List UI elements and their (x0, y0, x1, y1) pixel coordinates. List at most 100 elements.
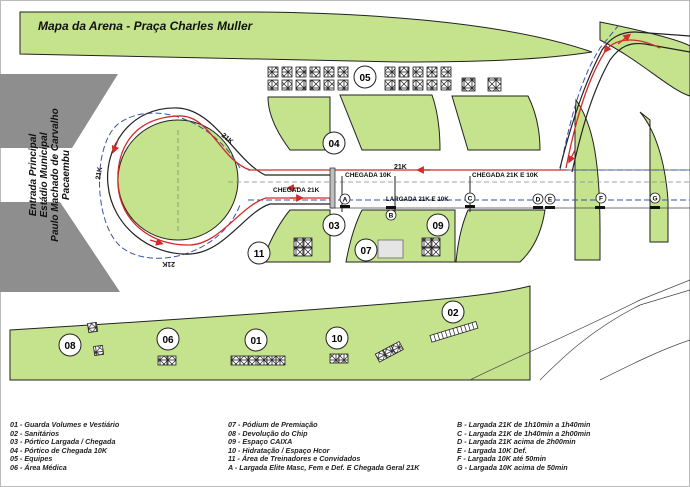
legend-item: 08 - Devolução do Chip (228, 428, 308, 438)
zone-markers: 05 04 03 09 07 11 02 08 06 01 10 (58, 65, 465, 357)
zone-06-label: 06 (162, 335, 174, 346)
legend-item: 11 - Área de Treinadores e Convidados (228, 454, 361, 464)
tents-08 (87, 321, 105, 356)
zone-07: 07 (354, 238, 378, 262)
tents-05 (267, 66, 502, 92)
entrance-line-3: Paulo Machado de Carvalho (50, 108, 61, 242)
label-chegada-21k: CHEGADA 21K (273, 187, 320, 194)
zone-08-label: 08 (64, 341, 76, 352)
tents-02-diagonal (374, 340, 404, 363)
zone-10: 10 (325, 326, 349, 350)
zone-04: 04 (322, 131, 346, 155)
entrance-line-4: Pacaembu (61, 149, 72, 201)
gate-a-label: A (343, 197, 348, 204)
entrance-line-1: Entrada Principal (28, 133, 39, 217)
zone-07-label: 07 (360, 246, 372, 257)
legend-item: 04 - Pórtico de Chegada 10K (10, 445, 108, 455)
green-top-band (19, 11, 593, 63)
label-chegada-21k-10k: CHEGADA 21K E 10K (472, 172, 539, 179)
legend-item: 09 - Espaço CAIXA (228, 437, 293, 447)
zone-06: 06 (156, 327, 180, 351)
legend-item: 02 - Sanitários (10, 428, 60, 438)
gate-d-label: D (536, 197, 541, 204)
chegada-guides (341, 176, 471, 212)
legend-column-1: 01 - Guarda Volumes e Vestiário 02 - San… (10, 420, 120, 473)
podium-box (377, 239, 404, 259)
legend-item: F - Largada 10K até 50min (457, 454, 547, 464)
legend-item: 01 - Guarda Volumes e Vestiário (10, 420, 120, 429)
legend-column-3: B - Largada 21K de 1h10min a 1h40min C -… (457, 420, 591, 473)
portico-bars (329, 167, 660, 209)
gate-f: F (595, 192, 607, 204)
zone-11-label: 11 (254, 249, 265, 260)
zone-03: 03 (322, 213, 346, 237)
green-strip-g (639, 111, 669, 243)
green-strip-f (574, 98, 601, 261)
legend-item: G - Largada 10K acima de 50min (457, 462, 568, 472)
zone-02: 02 (441, 300, 465, 324)
tents-09 (421, 237, 441, 257)
zone-05: 05 (353, 65, 377, 89)
zone-02-label: 02 (447, 308, 459, 319)
green-block-2 (339, 94, 441, 151)
label-21k-left: 21K (95, 166, 104, 180)
tents (87, 66, 502, 366)
label-largada: LARGADA 21K E 10K (386, 196, 449, 203)
label-21k-bottom: 21K (162, 260, 175, 267)
legend-item: B - Largada 21K de 1h10min a 1h40min (457, 420, 591, 429)
gate-c: C (464, 192, 476, 204)
stadium-wedge-top (0, 74, 118, 148)
green-block-03 (261, 209, 331, 263)
green-bottom-band (9, 285, 531, 381)
legend-item: 05 - Equipes (10, 454, 53, 464)
legend-item: E - Largada 10K Def. (457, 445, 527, 455)
zone-09-label: 09 (432, 221, 444, 232)
gate-b: B (385, 209, 397, 221)
red-route (111, 33, 661, 246)
label-21k-straight: 21K (394, 164, 407, 171)
zone-11: 11 (247, 241, 271, 265)
tents-10 (329, 353, 349, 364)
zone-08: 08 (58, 333, 82, 357)
gate-g-label: G (652, 196, 657, 203)
main-entrance-label: Entrada Principal Estádio Municipal Paul… (28, 80, 72, 270)
zone-09: 09 (426, 213, 450, 237)
green-block-1 (267, 96, 331, 151)
legend-item: 10 - Hidratação / Espaço Hcor (228, 445, 330, 455)
gate-markers: A B C D E F G (339, 192, 661, 221)
map-title: Mapa da Arena - Praça Charles Muller (38, 19, 253, 33)
gray-dashed-lines (177, 130, 690, 232)
gate-b-label: B (389, 213, 394, 220)
gate-a: A (339, 193, 351, 205)
stadium-wedge-bottom (0, 202, 120, 292)
legend-item: A - Largada Elite Masc, Fem e Def. E Che… (228, 462, 420, 472)
zone-05-label: 05 (359, 73, 371, 84)
legend-item: 06 - Área Médica (10, 462, 67, 472)
zone-10-label: 10 (331, 334, 343, 345)
portico-main (329, 167, 336, 209)
gate-e: E (544, 193, 556, 205)
zone-03-label: 03 (328, 221, 340, 232)
toilets-02 (429, 320, 479, 343)
tents-01 (230, 355, 286, 366)
gate-c-label: C (468, 196, 473, 203)
legend-item: 07 - Pódium de Premiação (228, 420, 318, 429)
legend-item: 03 - Pórtico Largada / Chegada (10, 437, 116, 447)
green-block-3 (451, 95, 541, 151)
tents-06 (157, 355, 177, 366)
legend-item: D - Largada 21K acima de 2h00min (457, 437, 576, 447)
track-outline (106, 31, 690, 255)
zone-01: 01 (244, 328, 268, 352)
label-chegada-10k: CHEGADA 10K (345, 172, 392, 179)
zone-01-label: 01 (250, 336, 262, 347)
gate-f-label: F (599, 196, 603, 203)
tents-03 (293, 237, 313, 257)
zone-04-label: 04 (328, 139, 340, 150)
gate-g: G (649, 192, 661, 204)
gate-d: D (532, 193, 544, 205)
entrance-line-2: Estádio Municipal (39, 132, 50, 218)
legend-column-2: 07 - Pódium de Premiação 08 - Devolução … (228, 420, 420, 473)
gate-e-label: E (548, 197, 553, 204)
